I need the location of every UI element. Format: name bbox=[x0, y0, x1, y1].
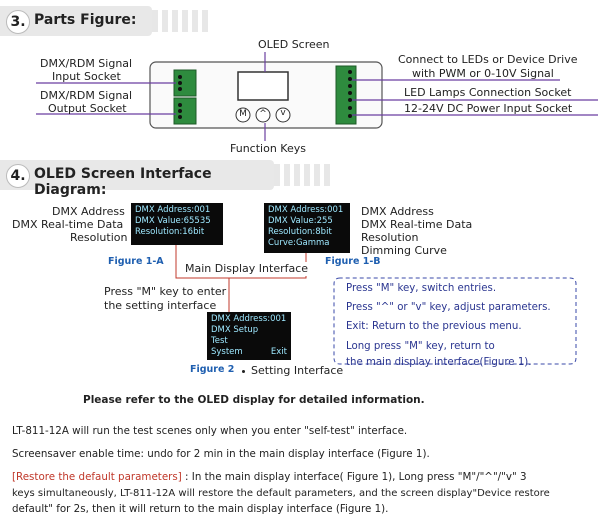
oled-screen-label: OLED Screen bbox=[258, 38, 330, 51]
instruction-line: Press "M" key, switch entries. bbox=[346, 283, 497, 294]
screen-line: System Exit bbox=[211, 347, 287, 358]
instruction-line: Exit: Return to the previous menu. bbox=[346, 321, 522, 332]
fig1b-caption: Figure 1-B bbox=[325, 256, 381, 267]
screen-line: DMX Address:001 bbox=[211, 314, 287, 324]
instruction-line: Long press "M" key, return to bbox=[346, 341, 495, 352]
section-4-header: 4. OLED Screen Interface Diagram: bbox=[0, 160, 274, 198]
section-title: OLED Screen Interface Diagram: bbox=[34, 166, 212, 198]
instruction-line: Press "^" or "v" key, adjust parameters. bbox=[346, 302, 551, 313]
header-dots bbox=[152, 10, 212, 32]
fig1a-label-address: DMX Address bbox=[52, 205, 125, 218]
restore-text: : In the main display interface( Figure … bbox=[181, 471, 527, 483]
power-socket-label: 12-24V DC Power Input Socket bbox=[404, 102, 573, 115]
section-number: 3. bbox=[6, 10, 30, 34]
connect-label-2: with PWM or 0-10V Signal bbox=[412, 67, 554, 80]
screen-line: Resolution:8bit bbox=[268, 227, 332, 237]
led-socket-label: LED Lamps Connection Socket bbox=[404, 86, 572, 99]
fig1a-caption: Figure 1-A bbox=[108, 256, 164, 267]
screen-line: Resolution:16bit bbox=[135, 227, 205, 237]
restore-heading: [Restore the default parameters] bbox=[12, 471, 182, 483]
paragraph-self-test: LT-811-12A will run the test scenes only… bbox=[12, 425, 408, 437]
screen-system: System bbox=[211, 347, 243, 357]
fig2-screen: DMX Address:001 DMX Setup Test System Ex… bbox=[207, 312, 291, 360]
screen-line: Curve:Gamma bbox=[268, 238, 330, 248]
screen-line: DMX Address:001 bbox=[135, 205, 211, 215]
fig1b-label-address: DMX Address bbox=[361, 205, 434, 218]
device-drawing bbox=[36, 52, 598, 141]
fig1a-label-realtime: DMX Real-time Data bbox=[12, 218, 124, 231]
header-dots bbox=[274, 164, 332, 186]
fig1a-label-resolution: Resolution bbox=[70, 231, 128, 244]
input-socket-label-2: Input Socket bbox=[52, 70, 121, 83]
paragraph-screensaver: Screensaver enable time: undo for 2 min … bbox=[12, 448, 430, 460]
screen-line: DMX Setup bbox=[211, 325, 259, 335]
fig1b-label-realtime: DMX Real-time Data bbox=[361, 218, 473, 231]
screen-line: DMX Value:65535 bbox=[135, 216, 211, 226]
screen-line: DMX Address:001 bbox=[268, 205, 344, 215]
output-socket-label-1: DMX/RDM Signal bbox=[40, 89, 133, 102]
screen-line: Test bbox=[211, 336, 228, 346]
screen-exit: Exit bbox=[270, 347, 287, 357]
section-title: Parts Figure: bbox=[34, 12, 137, 28]
main-display-label: Main Display Interface bbox=[183, 262, 311, 276]
function-keys-label: Function Keys bbox=[230, 142, 306, 155]
paragraph-restore: [Restore the default parameters] : In th… bbox=[12, 470, 527, 485]
input-socket-label-1: DMX/RDM Signal bbox=[40, 57, 133, 70]
connect-label-1: Connect to LEDs or Device Drive bbox=[398, 53, 578, 66]
fig1b-label-curve: Dimming Curve bbox=[361, 244, 447, 257]
fig1b-label-resolution: Resolution bbox=[361, 231, 419, 244]
instructions-box: Press "M" key, switch entries. Press "^"… bbox=[346, 279, 551, 371]
output-socket-label-2: Output Socket bbox=[48, 102, 127, 115]
instruction-line: the main display interface(Figure 1). bbox=[346, 357, 532, 368]
paragraph-restore-line2: keys simultaneously, LT-811-12A will res… bbox=[12, 488, 550, 499]
paragraph-restore-line3: default" for 2s, then it will return to … bbox=[12, 503, 389, 515]
key-m: M bbox=[239, 109, 247, 119]
press-m-line-2: the setting interface bbox=[104, 299, 217, 312]
key-down: v bbox=[280, 108, 286, 118]
bullet-dot bbox=[242, 370, 245, 373]
section-3-header: 3. Parts Figure: bbox=[0, 6, 152, 36]
section-number: 4. bbox=[6, 164, 30, 188]
setting-interface-label: Setting Interface bbox=[251, 364, 344, 377]
fig1a-screen: DMX Address:001 DMX Value:65535 Resoluti… bbox=[131, 203, 223, 245]
fig1b-screen: DMX Address:001 DMX Value:255 Resolution… bbox=[264, 203, 350, 253]
fig2-caption: Figure 2 bbox=[190, 364, 235, 375]
key-up: ^ bbox=[259, 109, 267, 119]
press-m-line-1: Press "M" key to enter bbox=[104, 285, 227, 298]
refer-note: Please refer to the OLED display for det… bbox=[83, 394, 425, 406]
screen-line: DMX Value:255 bbox=[268, 216, 333, 226]
